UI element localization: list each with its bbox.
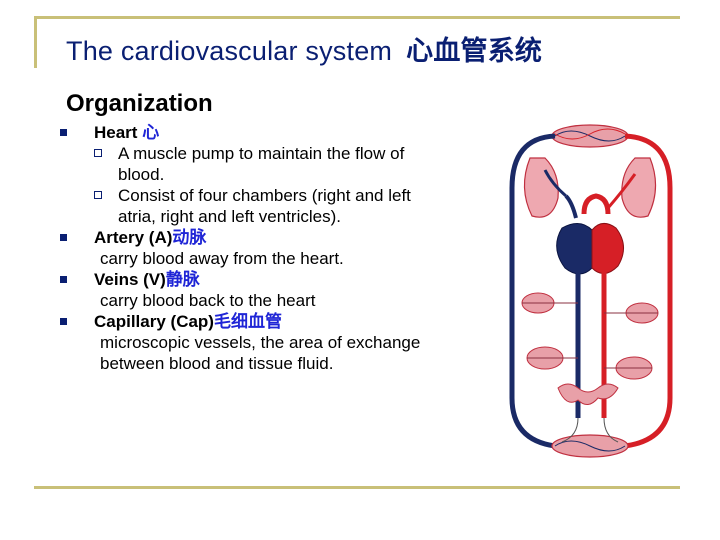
heart xyxy=(556,193,624,275)
term-artery: Artery (A) xyxy=(94,228,173,247)
list-item-capillary: Capillary (Cap)毛细血管 microscopic vessels,… xyxy=(60,311,450,374)
systemic-vein xyxy=(509,133,556,449)
slide-title-zh: 心血管系统 xyxy=(406,36,543,66)
section-heading: Organization xyxy=(66,90,213,117)
capillary-description: microscopic vessels, the area of exchang… xyxy=(100,333,421,373)
sub-item-text: Consist of four chambers (right and left… xyxy=(118,186,411,226)
intestine-capillaries xyxy=(557,383,619,405)
list-item-artery: Artery (A)动脉 carry blood away from the h… xyxy=(60,227,450,269)
sub-item-text: A muscle pump to maintain the flow of bl… xyxy=(118,144,405,184)
left-border xyxy=(34,16,37,68)
slide-title-en: The cardiovascular system xyxy=(66,36,393,66)
upper-capillary-bed xyxy=(551,124,629,148)
bottom-border xyxy=(34,486,680,489)
sub-item-heart-1: A muscle pump to maintain the flow of bl… xyxy=(94,143,450,185)
artery-description: carry blood away from the heart. xyxy=(100,249,344,268)
list-item-veins: Veins (V)静脉 carry blood back to the hear… xyxy=(60,269,450,311)
top-border xyxy=(34,16,680,19)
square-bullet-icon xyxy=(60,318,67,325)
lungs xyxy=(523,157,657,218)
hollow-square-bullet-icon xyxy=(94,191,102,199)
square-bullet-icon xyxy=(60,234,67,241)
term-heart: Heart xyxy=(94,123,143,142)
term-capillary-zh: 毛细血管 xyxy=(213,312,282,331)
systemic-artery xyxy=(624,133,673,449)
lower-capillary-bed xyxy=(551,417,629,458)
veins-description: carry blood back to the heart xyxy=(100,291,316,310)
term-heart-zh: 心 xyxy=(142,123,160,142)
term-artery-zh: 动脉 xyxy=(172,228,207,247)
circulatory-system-illustration xyxy=(509,124,673,458)
square-bullet-icon xyxy=(60,129,67,136)
sub-item-heart-2: Consist of four chambers (right and left… xyxy=(94,185,450,227)
middle-capillary-beds xyxy=(521,292,659,380)
list-item-heart: Heart 心 A muscle pump to maintain the fl… xyxy=(60,122,450,227)
term-veins: Veins (V) xyxy=(94,270,166,289)
hollow-square-bullet-icon xyxy=(94,149,102,157)
square-bullet-icon xyxy=(60,276,67,283)
bullet-list: Heart 心 A muscle pump to maintain the fl… xyxy=(60,122,450,374)
slide-title: The cardiovascular system 心血管系统 xyxy=(66,29,542,68)
term-veins-zh: 静脉 xyxy=(165,270,200,289)
term-capillary: Capillary (Cap) xyxy=(94,312,214,331)
